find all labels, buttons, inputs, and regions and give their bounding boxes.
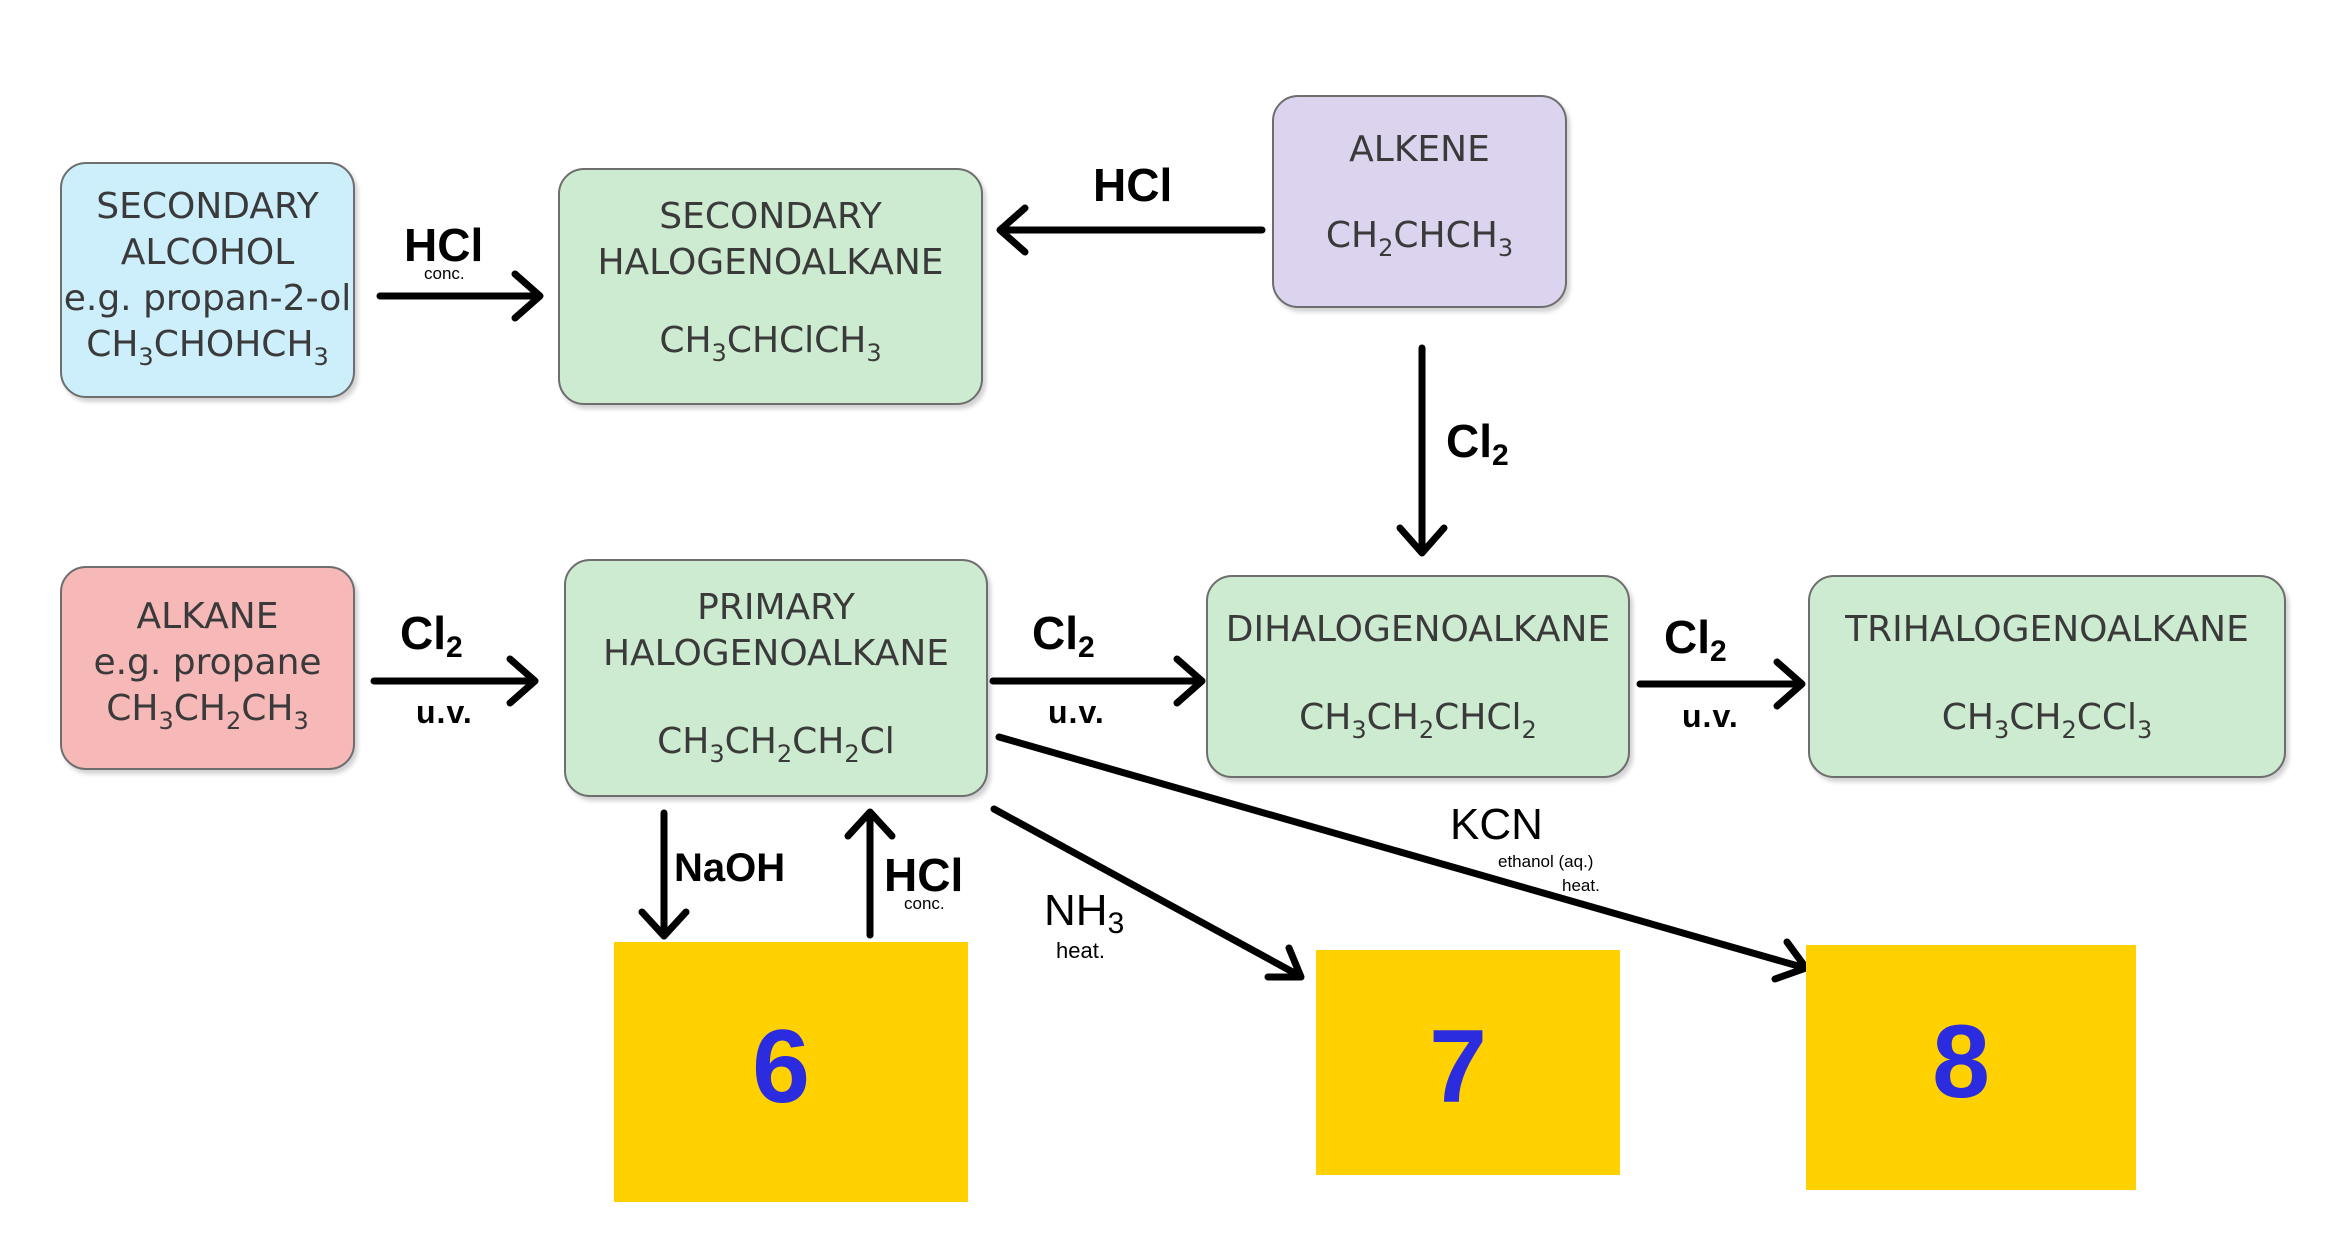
dihalogenoalkane-formula: CH3CH2CHCl2 bbox=[1299, 697, 1537, 744]
arrow-alcohol-to-secondary bbox=[376, 270, 544, 322]
secondary-halogenoalkane-formula: CH3CHClCH3 bbox=[659, 320, 882, 367]
arrow-primary-to-di bbox=[989, 655, 1206, 707]
arrow-naoh-down bbox=[638, 809, 690, 940]
dihalogenoalkane-line-1: DIHALOGENOALKANE bbox=[1225, 609, 1611, 650]
trihalogenoalkane-box: TRIHALOGENOALKANE CH3CH2CCl3 bbox=[1808, 575, 2286, 778]
reagent-kcn-cond-2: heat. bbox=[1562, 876, 1600, 895]
secondary-alcohol-box: SECONDARY ALCOHOL e.g. propan-2-ol CH3CH… bbox=[60, 162, 355, 398]
reagent-cl2-alkane: Cl2 bbox=[400, 607, 463, 664]
secondary-alcohol-line-3: e.g. propan-2-ol bbox=[63, 278, 352, 319]
trihalogenoalkane-formula: CH3CH2CCl3 bbox=[1941, 697, 2153, 744]
answer-box-7-number: 7 bbox=[1429, 1009, 1487, 1125]
secondary-halogenoalkane-line-1: SECONDARY bbox=[659, 196, 882, 237]
answer-box-6-number: 6 bbox=[752, 1008, 810, 1125]
alkene-line-1: ALKENE bbox=[1349, 129, 1490, 170]
arrow-di-to-tri bbox=[1636, 658, 1806, 710]
secondary-alcohol-line-1: SECONDARY bbox=[96, 186, 319, 227]
reagent-cl2-alkane-cond: u.v. bbox=[416, 694, 473, 730]
arrow-hcl-up bbox=[844, 808, 896, 939]
secondary-halogenoalkane-line-2: HALOGENOALKANE bbox=[597, 242, 944, 283]
reagent-hcl-alcohol-cond: conc. bbox=[424, 264, 465, 283]
secondary-halogenoalkane-box: SECONDARY HALOGENOALKANE CH3CHClCH3 bbox=[558, 168, 983, 405]
secondary-alcohol-line-2: ALCOHOL bbox=[120, 232, 295, 273]
primary-halogenoalkane-box: PRIMARY HALOGENOALKANE CH3CH2CH2Cl bbox=[564, 559, 988, 797]
arrow-nh3 bbox=[990, 805, 1305, 981]
trihalogenoalkane-line-1: TRIHALOGENOALKANE bbox=[1845, 609, 2249, 650]
arrow-alkene-to-secondary bbox=[996, 204, 1266, 256]
alkene-box: ALKENE CH2CHCH3 bbox=[1272, 95, 1567, 308]
reagent-hcl-alcohol: HCl bbox=[404, 219, 484, 271]
reagent-cl2-primary-cond: u.v. bbox=[1048, 694, 1105, 730]
reagent-naoh: NaOH bbox=[674, 846, 786, 890]
secondary-alcohol-formula: CH3CHOHCH3 bbox=[86, 324, 329, 371]
arrow-alkane-to-primary bbox=[370, 655, 539, 707]
primary-halogenoalkane-formula: CH3CH2CH2Cl bbox=[657, 721, 895, 768]
reagent-cl2-alkene: Cl2 bbox=[1446, 415, 1509, 472]
alkane-line-2: e.g. propane bbox=[93, 642, 322, 683]
answer-box-6[interactable]: 6 bbox=[614, 942, 968, 1202]
answer-box-8-number: 8 bbox=[1932, 1004, 1990, 1120]
answer-box-7[interactable]: 7 bbox=[1316, 950, 1620, 1175]
reagent-kcn-cond-1: ethanol (aq.) bbox=[1498, 852, 1594, 871]
reagent-hcl-back-cond: conc. bbox=[904, 894, 945, 913]
answer-box-8[interactable]: 8 bbox=[1806, 945, 2136, 1190]
reagent-cl2-di: Cl2 bbox=[1664, 611, 1727, 668]
arrow-alkene-to-di bbox=[1396, 344, 1448, 557]
reagent-hcl-back: HCl bbox=[884, 849, 964, 901]
alkene-formula: CH2CHCH3 bbox=[1325, 215, 1514, 262]
reagent-cl2-di-cond: u.v. bbox=[1682, 698, 1739, 734]
reagent-kcn: KCN bbox=[1450, 800, 1543, 849]
alkane-formula: CH3CH2CH3 bbox=[106, 688, 309, 735]
reagent-nh3: NH3 bbox=[1044, 886, 1125, 940]
alkane-box: ALKANE e.g. propane CH3CH2CH3 bbox=[60, 566, 355, 770]
dihalogenoalkane-box: DIHALOGENOALKANE CH3CH2CHCl2 bbox=[1206, 575, 1630, 778]
reagent-nh3-cond: heat. bbox=[1056, 938, 1105, 963]
primary-halogenoalkane-line-1: PRIMARY bbox=[697, 587, 855, 628]
alkane-line-1: ALKANE bbox=[136, 596, 279, 637]
reagent-cl2-primary: Cl2 bbox=[1032, 607, 1095, 664]
primary-halogenoalkane-line-2: HALOGENOALKANE bbox=[602, 633, 950, 674]
reagent-hcl-alkene: HCl bbox=[1093, 159, 1173, 211]
